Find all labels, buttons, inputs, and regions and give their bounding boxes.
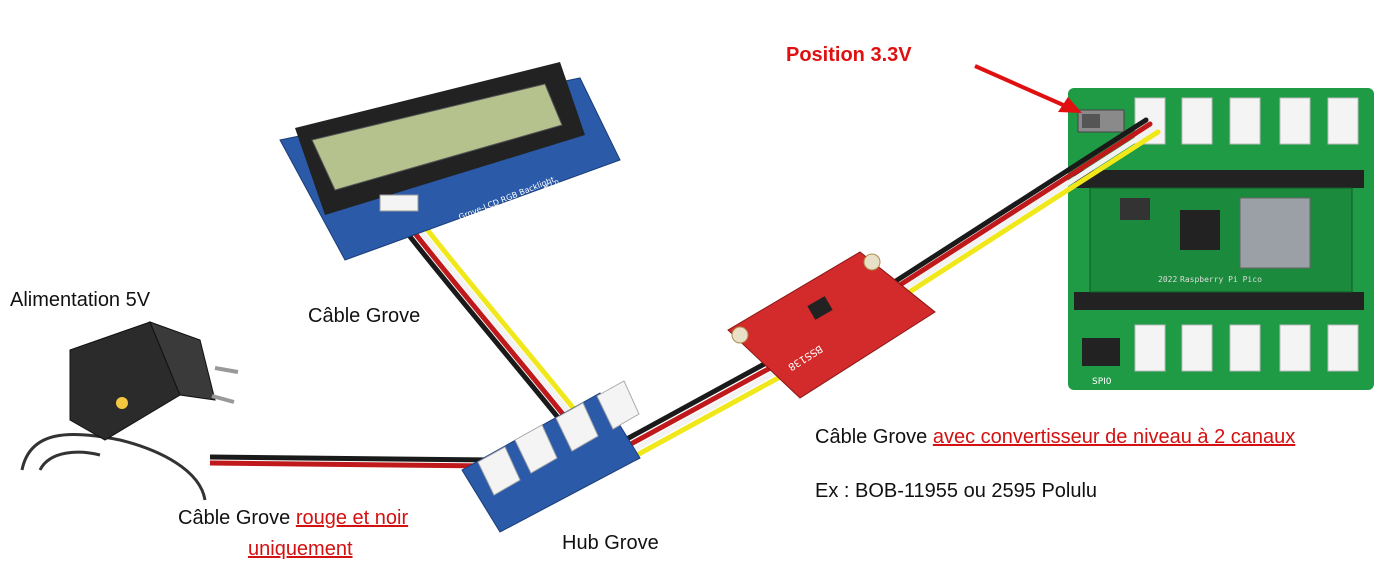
grove-hub [461, 380, 641, 533]
pico-shield-board: Raspberry Pi Pico 2022 SPI0 [1068, 88, 1374, 390]
cable-power-prefix: Câble Grove [178, 507, 296, 529]
example-label: Ex : BOB-11955 ou 2595 Polulu [815, 480, 1098, 502]
pico-label: Raspberry Pi Pico [1180, 275, 1262, 284]
pico-year: 2022 [1158, 275, 1177, 284]
cable-hub-converter [622, 359, 783, 458]
alimentation-label: Alimentation 5V [10, 289, 151, 311]
position-label: Position 3.3V [786, 44, 912, 66]
level-converter: BSS138 [727, 251, 936, 399]
power-adapter [20, 321, 239, 501]
spi-label: SPI0 [1092, 377, 1112, 387]
lcd-module: Grove-LCD RGB Backlight V2.0 [279, 62, 621, 261]
cable-conv-prefix: Câble Grove [815, 426, 933, 448]
cable-power-label: Câble Grove rouge et noir [178, 507, 408, 530]
cable-converter-pico [882, 117, 1161, 303]
hub-label: Hub Grove [562, 532, 659, 554]
pointer-arrow [974, 64, 1082, 113]
cable-lcd-label: Câble Grove [308, 305, 421, 327]
cable-power [209, 454, 493, 469]
cable-power-highlight-2: uniquement [248, 538, 353, 560]
cable-conv-label: Câble Grove avec convertisseur de niveau… [815, 426, 1295, 449]
cable-power-highlight-1: rouge et noir [295, 507, 409, 529]
cable-conv-highlight: avec convertisseur de niveau à 2 canaux [932, 426, 1296, 448]
